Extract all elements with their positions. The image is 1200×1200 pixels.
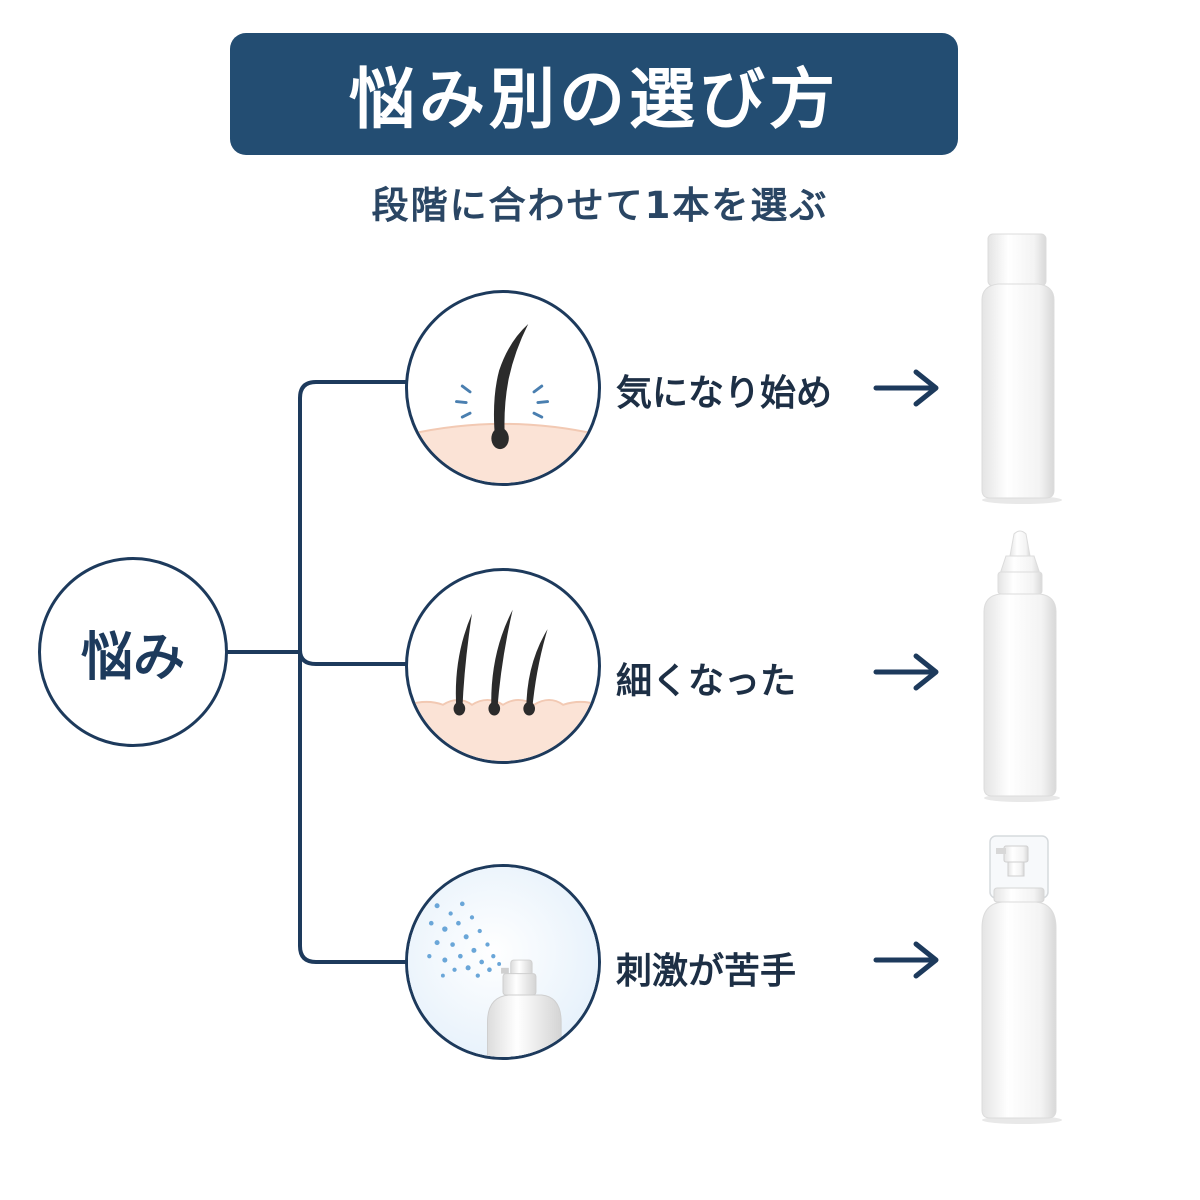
root-node: 悩み — [38, 557, 228, 747]
mist-spray-icon — [405, 864, 601, 1060]
arrow-right-icon — [873, 941, 939, 979]
page-subtitle: 段階に合わせて1本を選ぶ — [371, 184, 829, 227]
arrow-right-icon — [873, 653, 939, 691]
arrow-right-icon — [873, 369, 939, 407]
branch-label-2: 細くなった — [616, 661, 797, 702]
title-banner: 悩み別の選び方 — [230, 33, 958, 155]
middle-connector — [298, 648, 410, 666]
page-title: 悩み別の選び方 — [349, 61, 839, 138]
spray-bottle-icon — [981, 835, 1062, 1124]
thinning-hairs-icon — [405, 568, 601, 764]
branch-label-1: 気になり始め — [616, 373, 833, 414]
root-label: 悩み — [80, 627, 185, 688]
screw-cap-bottle-icon — [981, 233, 1062, 504]
single-hair-icon — [405, 290, 601, 486]
branch-label-3: 刺激が苦手 — [616, 951, 797, 992]
trunk-line — [298, 380, 410, 964]
nozzle-bottle-icon — [983, 530, 1060, 802]
